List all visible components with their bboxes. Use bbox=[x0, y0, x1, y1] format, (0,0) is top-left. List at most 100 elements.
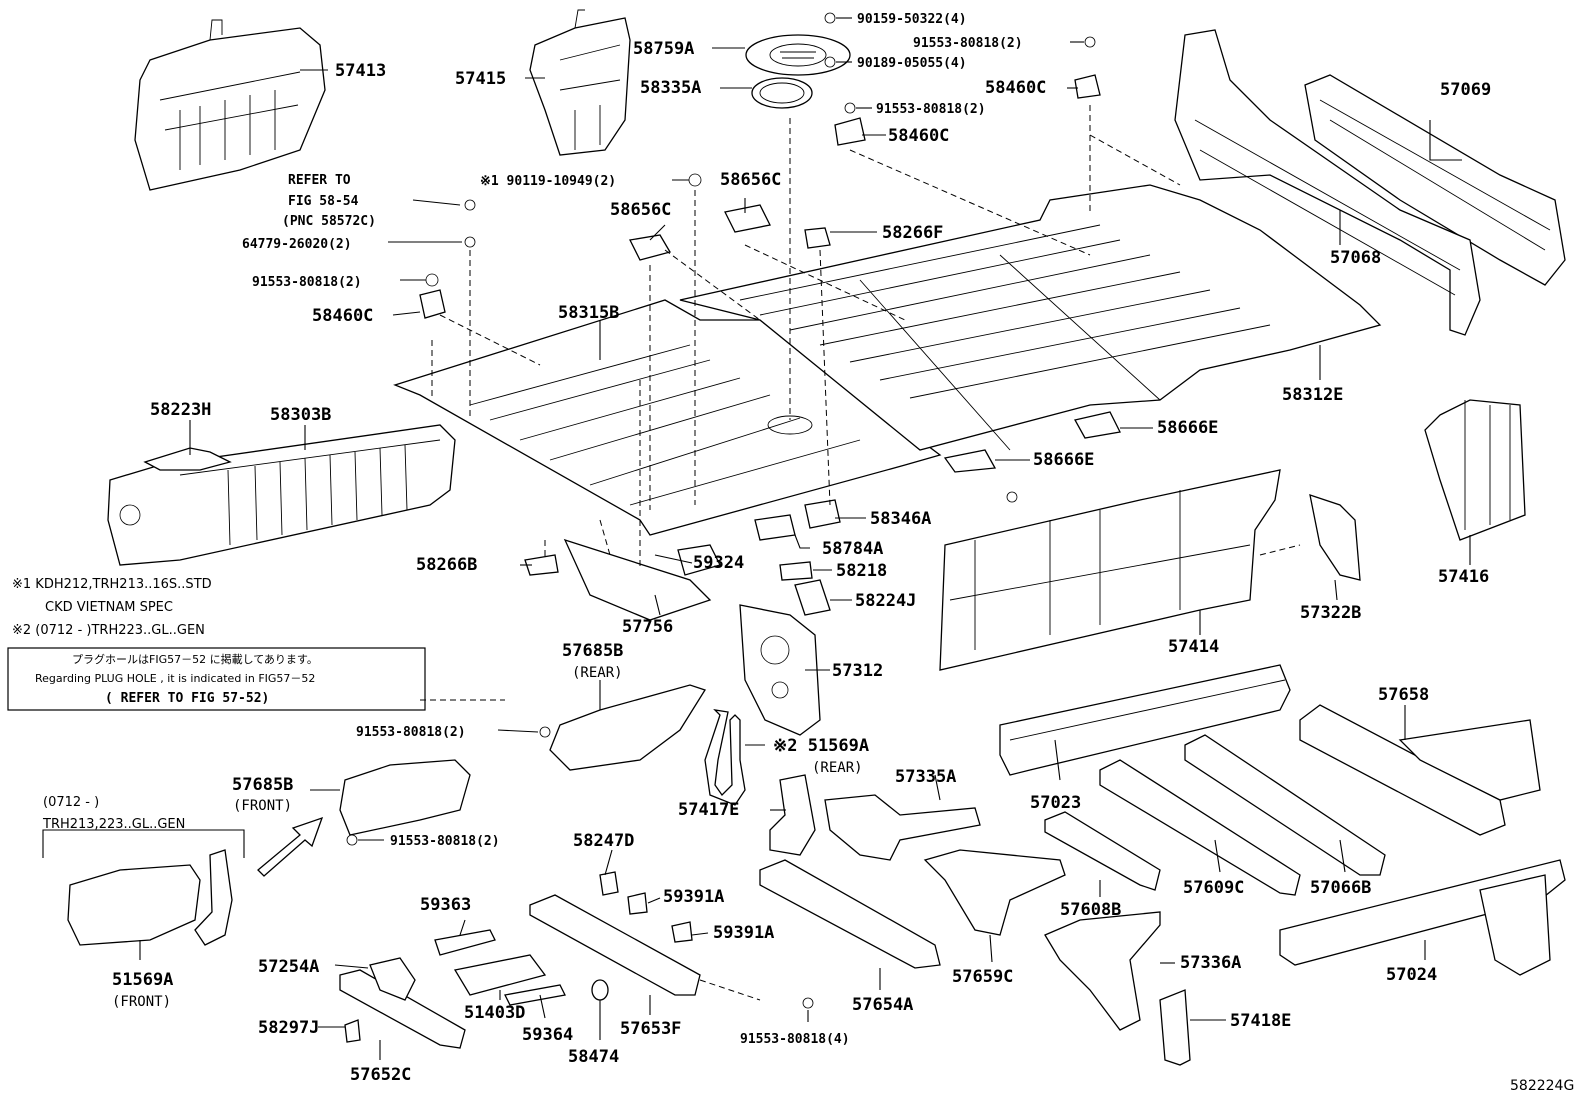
label-58247D: 58247D bbox=[573, 831, 634, 851]
label-91553-80818-mid: 91553-80818(2) bbox=[876, 102, 986, 117]
part-58759A-drawing bbox=[745, 34, 851, 76]
label-58303B: 58303B bbox=[270, 405, 331, 425]
label-57609C: 57609C bbox=[1183, 878, 1244, 898]
sublabel-front-b: (FRONT) bbox=[112, 994, 171, 1010]
label-57069: 57069 bbox=[1440, 80, 1491, 100]
label-58666E-b: 58666E bbox=[1033, 450, 1094, 470]
label-58656C-b: 58656C bbox=[610, 200, 671, 220]
label-58266F: 58266F bbox=[882, 223, 943, 243]
label-59324: 59324 bbox=[693, 553, 744, 573]
part-51569A-rear-drawing bbox=[704, 709, 746, 806]
label-91553-80818-low: 91553-80818(2) bbox=[390, 834, 500, 849]
sublabel-front-a: (FRONT) bbox=[233, 798, 292, 814]
part-57659C-drawing bbox=[923, 849, 1066, 936]
label-58460C-b: 58460C bbox=[888, 126, 949, 146]
plug-note-refer: ( REFER TO FIG 57-52) bbox=[105, 691, 269, 706]
part-58474-drawing bbox=[591, 979, 609, 1001]
part-58335A-drawing bbox=[751, 77, 813, 109]
figure-id: 582224G bbox=[1510, 1078, 1574, 1094]
label-58297J: 58297J bbox=[258, 1018, 319, 1038]
label-58474: 58474 bbox=[568, 1047, 619, 1067]
footnote-1-line2: CKD VIETNAM SPEC bbox=[45, 600, 173, 615]
label-58315B: 58315B bbox=[558, 303, 619, 323]
part-57685B-front-drawing bbox=[339, 759, 471, 836]
label-57254A: 57254A bbox=[258, 957, 319, 977]
part-59363-drawing bbox=[434, 929, 496, 956]
part-58315B-drawing bbox=[393, 299, 942, 536]
label-90189-05055: 90189-05055(4) bbox=[857, 56, 967, 71]
label-58312E: 58312E bbox=[1282, 385, 1343, 405]
label-57415: 57415 bbox=[455, 69, 506, 89]
part-51569A-front-drawing bbox=[67, 849, 233, 946]
label-57685B-rear: 57685B bbox=[562, 641, 623, 661]
footnote-1-line1: ※1 KDH212,TRH213..16S..STD bbox=[12, 577, 212, 592]
label-51403D: 51403D bbox=[464, 1003, 525, 1023]
part-57652C-drawing bbox=[339, 969, 466, 1049]
part-57417E-drawing bbox=[769, 774, 816, 856]
label-58784A: 58784A bbox=[822, 539, 883, 559]
label-57413: 57413 bbox=[335, 61, 386, 81]
part-57322B-drawing bbox=[1309, 494, 1361, 581]
part-57416-drawing bbox=[1424, 399, 1526, 541]
sublabel-rear-b: (REAR) bbox=[812, 760, 863, 776]
label-91553-80818-left: 91553-80818(2) bbox=[252, 275, 362, 290]
part-57335A-drawing bbox=[824, 794, 981, 861]
part-57414-drawing bbox=[939, 469, 1281, 671]
part-57068-drawing bbox=[1174, 29, 1481, 336]
label-91553-80818-side: 91553-80818(2) bbox=[356, 725, 466, 740]
label-51569A-front: 51569A bbox=[112, 970, 173, 990]
label-57418E: 57418E bbox=[1230, 1011, 1291, 1031]
label-57024: 57024 bbox=[1386, 965, 1437, 985]
label-58346A: 58346A bbox=[870, 509, 931, 529]
label-57312: 57312 bbox=[832, 661, 883, 681]
part-57654A-drawing bbox=[759, 859, 941, 969]
part-57023-drawing bbox=[999, 664, 1291, 776]
label-58666E-a: 58666E bbox=[1157, 418, 1218, 438]
label-57685B-front: 57685B bbox=[232, 775, 293, 795]
part-57608B-drawing bbox=[1044, 811, 1161, 891]
label-64779-26020: 64779-26020(2) bbox=[242, 237, 352, 252]
label-58218: 58218 bbox=[836, 561, 887, 581]
label-57659C: 57659C bbox=[952, 967, 1013, 987]
leader-lines bbox=[139, 17, 1471, 1060]
variant-arrow-icon bbox=[257, 816, 324, 877]
label-57654A: 57654A bbox=[852, 995, 913, 1015]
plug-note-en: Regarding PLUG HOLE , it is indicated in… bbox=[35, 672, 315, 685]
label-57414: 57414 bbox=[1168, 637, 1219, 657]
assembly-dashed-lines bbox=[420, 105, 1301, 1001]
refer-note-line3: (PNC 58572C) bbox=[282, 214, 376, 229]
part-57024-drawing bbox=[1279, 859, 1566, 976]
label-59391A-a: 59391A bbox=[663, 887, 724, 907]
small-brackets bbox=[344, 74, 1121, 1043]
label-91553-80818-bottom: 91553-80818(4) bbox=[740, 1032, 850, 1047]
part-57254A-drawing bbox=[369, 957, 416, 1001]
label-91553-80818-top: 91553-80818(2) bbox=[913, 36, 1023, 51]
label-57023: 57023 bbox=[1030, 793, 1081, 813]
part-57415-drawing bbox=[529, 9, 631, 156]
plug-note-jp: プラグホールはFIG57－52 に掲載してあります。 bbox=[72, 652, 318, 666]
part-58303B-drawing bbox=[107, 424, 456, 566]
label-58759A: 58759A bbox=[633, 39, 694, 59]
label-57322B: 57322B bbox=[1300, 603, 1361, 623]
label-58224J: 58224J bbox=[855, 591, 916, 611]
label-90159-50322: 90159-50322(4) bbox=[857, 12, 967, 27]
label-57066B: 57066B bbox=[1310, 878, 1371, 898]
refer-note-line1: REFER TO bbox=[288, 173, 351, 188]
label-57416: 57416 bbox=[1438, 567, 1489, 587]
label-57417E: 57417E bbox=[678, 800, 739, 820]
refer-note-line2: FIG 58-54 bbox=[288, 194, 359, 209]
label-57336A: 57336A bbox=[1180, 953, 1241, 973]
sublabel-rear-a: (REAR) bbox=[572, 665, 623, 681]
label-59363: 59363 bbox=[420, 895, 471, 915]
part-57312-drawing bbox=[739, 604, 821, 736]
part-57413-drawing bbox=[134, 19, 326, 191]
part-57658-drawing bbox=[1299, 704, 1541, 836]
label-58460C-a: 58460C bbox=[985, 78, 1046, 98]
part-57653F-drawing bbox=[529, 894, 701, 996]
label-57335A: 57335A bbox=[895, 767, 956, 787]
label-58223H: 58223H bbox=[150, 400, 211, 420]
label-57756: 57756 bbox=[622, 617, 673, 637]
variant-bracket bbox=[42, 829, 245, 858]
label-58335A: 58335A bbox=[640, 78, 701, 98]
